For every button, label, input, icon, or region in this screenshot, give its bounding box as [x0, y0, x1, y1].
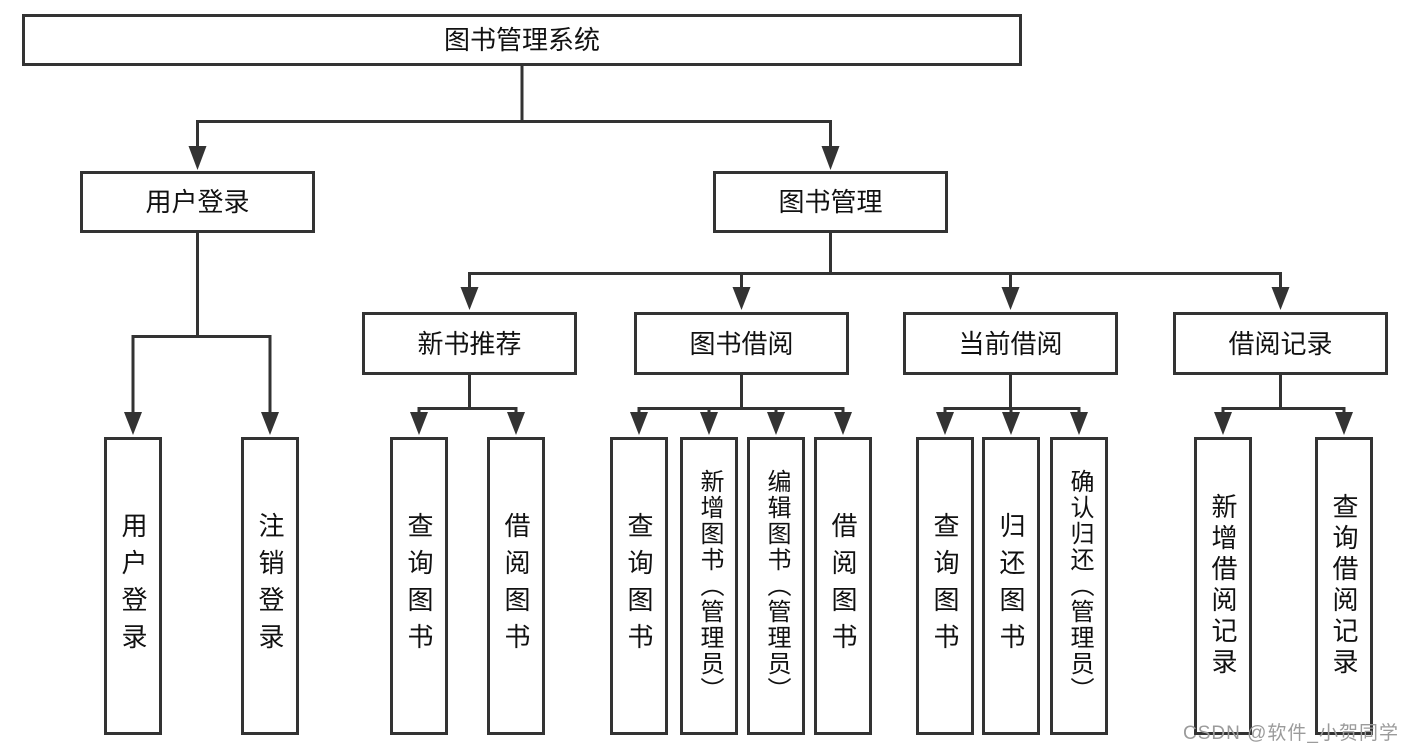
leaf-logout-label: 注销登录	[255, 512, 285, 660]
node-user-login: 用户登录	[80, 171, 315, 233]
leaf-logout: 注销登录	[241, 437, 299, 735]
node-borrowing-records-label: 借阅记录	[1228, 328, 1333, 359]
leaf-query-books-recommend: 查询图书	[390, 437, 448, 735]
leaf-query-borrow-record: 查询借阅记录	[1315, 437, 1373, 735]
node-user-login-label: 用户登录	[145, 187, 250, 217]
leaf-confirm-return-admin: 确认归还（管理员）	[1050, 437, 1108, 735]
leaf-query-books-current: 查询图书	[916, 437, 974, 735]
node-current-borrowing: 当前借阅	[903, 312, 1118, 375]
leaf-return-books: 归还图书	[982, 437, 1040, 735]
leaf-return-books-label: 归还图书	[996, 512, 1026, 660]
leaf-add-borrow-record: 新增借阅记录	[1194, 437, 1252, 735]
node-borrowing-records: 借阅记录	[1173, 312, 1388, 375]
leaf-query-books-recommend-label: 查询图书	[404, 512, 434, 660]
leaf-add-borrow-record-label: 新增借阅记录	[1208, 493, 1238, 679]
node-book-borrowing: 图书借阅	[634, 312, 849, 375]
leaf-borrow-books-borrowing: 借阅图书	[814, 437, 872, 735]
node-book-borrowing-label: 图书借阅	[689, 328, 794, 359]
node-new-book-recommend: 新书推荐	[362, 312, 577, 375]
leaf-edit-books-admin-label: 编辑图书（管理员）	[763, 469, 790, 703]
node-root-label: 图书管理系统	[443, 25, 600, 55]
leaf-user-login: 用户登录	[104, 437, 162, 735]
leaf-query-books-borrowing-label: 查询图书	[624, 512, 654, 660]
leaf-add-books-admin-label: 新增图书（管理员）	[696, 469, 723, 703]
node-root: 图书管理系统	[22, 14, 1022, 66]
leaf-add-books-admin: 新增图书（管理员）	[680, 437, 738, 735]
leaf-borrow-books-recommend: 借阅图书	[487, 437, 545, 735]
csdn-watermark: CSDN @软件_小贺同学	[1183, 723, 1399, 744]
leaf-query-books-current-label: 查询图书	[930, 512, 960, 660]
arrowheads	[124, 146, 1353, 435]
leaf-borrow-books-borrowing-label: 借阅图书	[828, 512, 858, 660]
leaf-confirm-return-admin-label: 确认归还（管理员）	[1066, 469, 1093, 703]
node-book-management-label: 图书管理	[778, 187, 883, 217]
leaf-query-borrow-record-label: 查询借阅记录	[1329, 493, 1359, 679]
leaf-edit-books-admin: 编辑图书（管理员）	[747, 437, 805, 735]
node-book-management: 图书管理	[713, 171, 948, 233]
leaf-user-login-label: 用户登录	[118, 512, 148, 660]
leaf-borrow-books-recommend-label: 借阅图书	[501, 512, 531, 660]
leaf-query-books-borrowing: 查询图书	[610, 437, 668, 735]
node-new-book-recommend-label: 新书推荐	[417, 328, 522, 359]
node-current-borrowing-label: 当前借阅	[958, 328, 1063, 359]
